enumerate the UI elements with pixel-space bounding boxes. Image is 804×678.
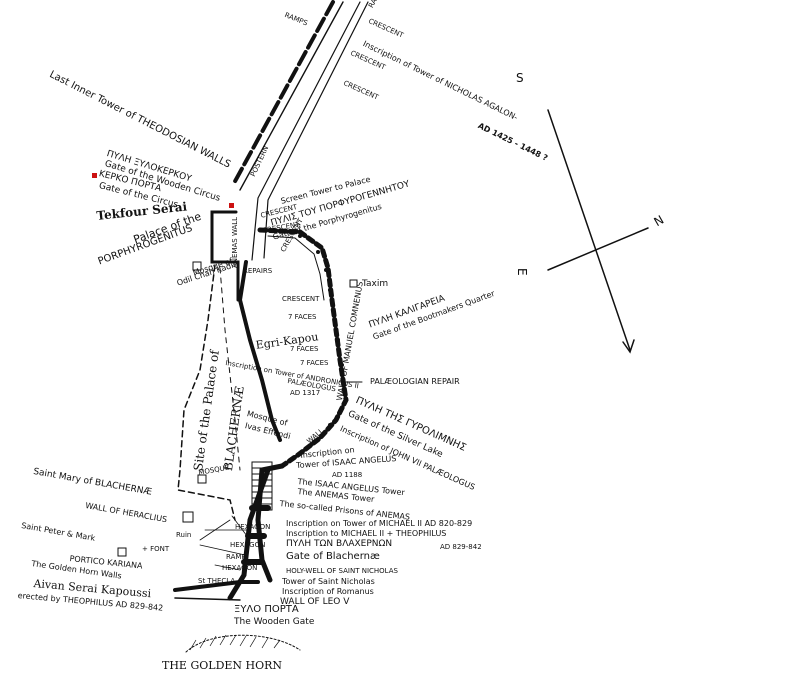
label-tower-st-nicholas: Tower of Saint Nicholas: [282, 577, 375, 586]
label-michael-date: AD 829-842: [440, 543, 482, 551]
land-wall-outer: [239, 1, 344, 191]
label-xylo-porta: ΞΥΛΟ ΠΟΡΤΑ: [234, 604, 299, 615]
label-inscription-romanus: Inscription of Romanus: [282, 587, 374, 596]
label-ramp: RAMP: [226, 553, 246, 561]
heraclius-wall: [227, 467, 271, 601]
site-boundary: [177, 264, 236, 521]
land-wall-dashed: [231, 0, 335, 187]
compass-e-label: E: [515, 268, 529, 276]
label-7-faces-2: 7 FACES: [290, 345, 319, 353]
compass-ns: [547, 109, 631, 351]
label-7-faces-1: 7 FACES: [288, 313, 317, 321]
anemas-wall: [237, 260, 282, 442]
palace-wall: [210, 210, 240, 302]
red-marker-2: [229, 203, 234, 208]
stairs-structure: [251, 461, 273, 511]
label-ad-1317: AD 1317: [290, 389, 321, 397]
label-crescent-c: CRESCENT: [282, 295, 320, 303]
label-holy-well: HOLY-WELL OF SAINT NICHOLAS: [286, 567, 398, 575]
label-repairs: REPAIRS: [243, 267, 273, 275]
road-line-1: [251, 1, 361, 261]
label-inscription-michael-1: Inscription on Tower of MICHAEL II AD 82…: [286, 519, 473, 528]
label-paleologian-repair: PALÆOLOGIAN REPAIR: [370, 377, 460, 386]
compass-arrow: [622, 339, 635, 354]
golden-horn-wall-2: [174, 597, 241, 601]
label-hexagon-2: HEXAGON: [230, 541, 266, 549]
red-marker: [92, 173, 97, 178]
label-st-thecla: St THECLA: [198, 577, 236, 585]
label-hexagon-1: HEXAGON: [235, 523, 271, 531]
label-anemas-wall: ANEMAS WALL: [231, 216, 239, 268]
golden-horn-wall: [173, 580, 260, 592]
road-line-2: [263, 1, 369, 259]
label-blachernae-gate-greek: ΠΥΛΗ ΤΩΝ ΒΛΑΧΕΡΝΩΝ: [286, 539, 393, 549]
label-taxim: Taxim: [362, 279, 389, 289]
label-7-faces-3: 7 FACES: [300, 359, 329, 367]
site-inner-line: [219, 267, 241, 471]
label-inscription-michael-2: Inscription to MICHAEL II + THEOPHILUS: [286, 529, 447, 538]
compass-ew: [547, 227, 649, 271]
label-blachernae-gate-english: Gate of Blachernæ: [286, 551, 380, 562]
towers-row: [241, 505, 271, 565]
label-wooden-gate: The Wooden Gate: [234, 617, 315, 627]
label-wall-of-leo: WALL OF LEO V: [280, 597, 350, 607]
label-hexagon-3: HEXAGON: [222, 564, 258, 572]
label-golden-horn: THE GOLDEN HORN: [162, 659, 283, 672]
golden-horn-hatch: [189, 634, 281, 651]
manuel-wall-inner: [267, 235, 325, 301]
compass-s-label: S: [516, 71, 524, 85]
leader-lines: [199, 529, 249, 571]
shoreline: [185, 634, 301, 653]
label-font: + FONT: [142, 545, 170, 553]
label-isaac-date: AD 1188: [332, 471, 363, 479]
label-ruin: Ruin: [176, 531, 192, 539]
